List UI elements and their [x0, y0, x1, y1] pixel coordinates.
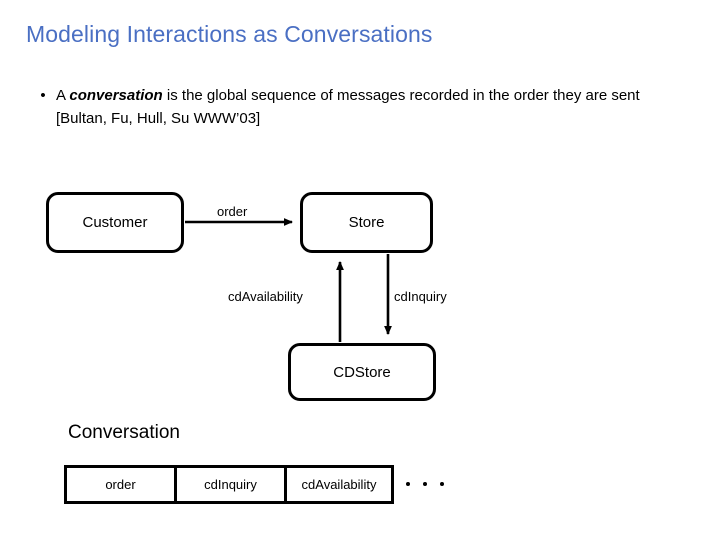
diagram-node-store-label: Store [348, 214, 385, 231]
bullet-marker-icon: • [40, 87, 46, 104]
conversation-heading: Conversation [68, 422, 180, 443]
bullet-text: A conversation is the global sequence of… [56, 84, 690, 130]
conversation-ellipsis [406, 467, 444, 500]
diagram-node-cdstore[interactable]: CDStore [288, 343, 436, 401]
conversation-sequence-table: order cdInquiry cdAvailability [64, 465, 394, 504]
diagram-node-customer[interactable]: Customer [46, 192, 184, 253]
edge-label-cdavailability: cdAvailability [228, 289, 303, 304]
bullet-list: • A conversation is the global sequence … [30, 84, 690, 130]
edge-label-cdinquiry: cdInquiry [394, 289, 447, 304]
diagram-node-store[interactable]: Store [300, 192, 433, 253]
conversation-cell: cdInquiry [177, 468, 287, 501]
list-item: • A conversation is the global sequence … [30, 84, 690, 130]
page-title: Modeling Interactions as Conversations [26, 21, 433, 47]
conversation-cell: order [67, 468, 177, 501]
conversation-cell: cdAvailability [301, 477, 377, 492]
bullet-text-lead: A [56, 87, 70, 104]
diagram-node-cdstore-label: CDStore [333, 363, 391, 381]
ellipsis-dot-icon [423, 481, 427, 486]
diagram-node-customer-label: Customer [82, 214, 148, 231]
ellipsis-dot-icon [440, 481, 444, 486]
edge-label-order: order [217, 204, 248, 219]
bullet-text-rest: is the global sequence of messages recor… [56, 87, 640, 127]
ellipsis-dot-icon [406, 481, 410, 486]
bullet-text-emphasis: conversation [69, 87, 163, 104]
